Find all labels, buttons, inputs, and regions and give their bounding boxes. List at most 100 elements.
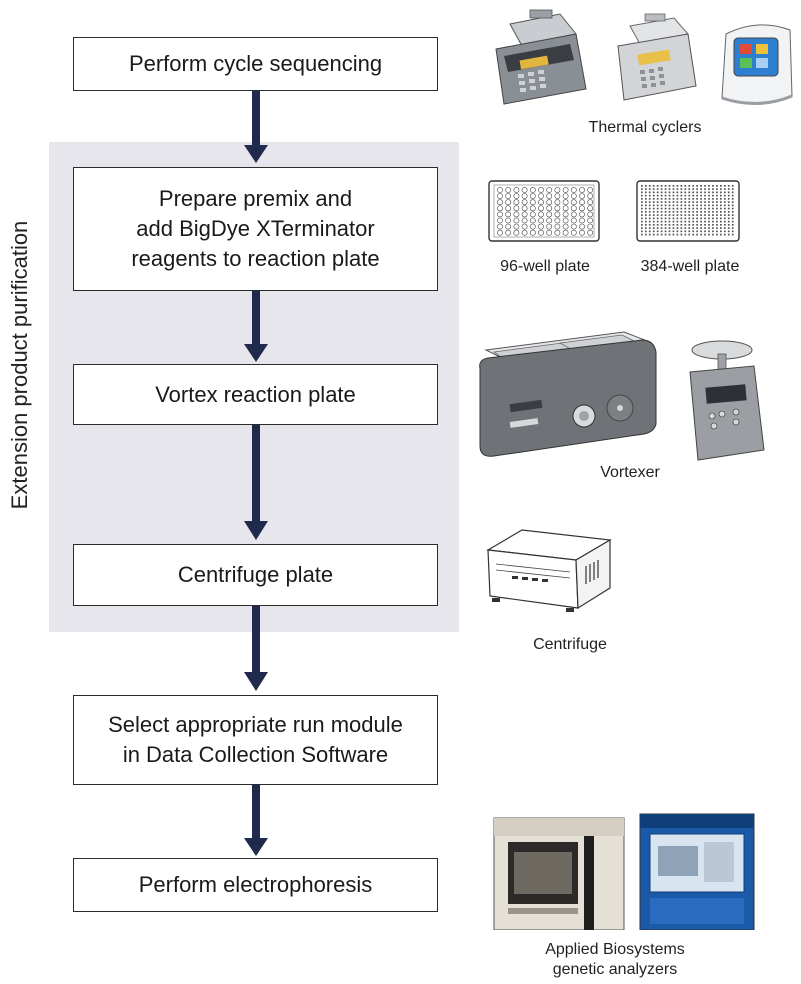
well-384 <box>676 233 679 236</box>
well-384 <box>688 214 691 216</box>
well-384 <box>676 185 679 187</box>
well-384 <box>648 220 651 223</box>
well-96 <box>521 217 528 224</box>
well-384 <box>668 220 671 223</box>
well-96 <box>579 205 585 212</box>
well-384 <box>672 227 675 229</box>
well-384 <box>684 217 687 220</box>
well-384 <box>700 211 702 213</box>
well-384 <box>668 230 671 233</box>
well-96 <box>513 229 520 236</box>
well-384 <box>644 207 647 210</box>
well-384 <box>641 204 643 207</box>
well-384 <box>727 227 730 229</box>
well-384 <box>720 220 722 223</box>
well-384 <box>664 198 667 200</box>
well-384 <box>660 217 663 220</box>
well-384 <box>672 217 675 220</box>
well-96 <box>505 205 512 212</box>
well-384 <box>644 230 647 233</box>
well-96 <box>562 229 569 236</box>
well-96 <box>546 223 553 230</box>
well-384 <box>723 224 726 226</box>
well-384 <box>716 220 718 223</box>
well-384 <box>692 191 695 194</box>
well-384 <box>700 204 702 207</box>
arrow-2 <box>244 290 268 362</box>
well-384 <box>700 230 702 233</box>
well-384 <box>720 211 722 213</box>
well-384 <box>688 224 691 226</box>
well-384 <box>731 214 734 216</box>
well-384 <box>676 194 679 197</box>
well-384 <box>716 191 718 194</box>
well-96 <box>562 193 569 199</box>
well-384 <box>680 188 683 190</box>
well-384 <box>668 233 671 236</box>
well-384 <box>716 224 718 226</box>
well-384 <box>664 204 667 207</box>
well-384 <box>648 198 651 200</box>
well-96 <box>513 217 520 224</box>
well-96 <box>562 187 569 193</box>
well-384 <box>727 191 730 194</box>
well-384 <box>684 224 687 226</box>
well-384 <box>716 227 718 229</box>
well-384 <box>644 194 647 197</box>
well-384 <box>723 185 726 187</box>
well-384 <box>716 188 718 190</box>
well-384 <box>641 227 643 229</box>
well-384 <box>684 204 687 207</box>
well-384 <box>680 220 683 223</box>
well-384 <box>664 227 667 229</box>
well-384 <box>668 201 671 203</box>
well-384 <box>652 188 655 190</box>
well-96 <box>497 187 503 193</box>
well-384 <box>688 198 691 200</box>
well-384 <box>712 220 714 223</box>
well-384 <box>723 207 726 210</box>
well-96 <box>554 223 561 230</box>
well-384 <box>720 233 722 236</box>
well-384 <box>731 185 734 187</box>
well-384 <box>656 191 659 194</box>
well-384 <box>723 217 726 220</box>
well-384 <box>676 217 679 220</box>
well-384 <box>692 217 695 220</box>
well-384 <box>688 230 691 233</box>
well-96 <box>570 229 577 236</box>
well-96 <box>529 211 536 218</box>
well-384 <box>644 191 647 194</box>
well-96 <box>521 187 528 193</box>
well-384 <box>660 233 663 236</box>
arrow-1 <box>244 90 268 163</box>
well-384 <box>716 194 718 197</box>
well-384 <box>660 191 663 194</box>
well-384 <box>704 227 706 229</box>
well-384 <box>720 188 722 190</box>
well-384 <box>660 204 663 207</box>
well-384 <box>731 201 734 203</box>
well-384 <box>680 227 683 229</box>
well-384 <box>664 188 667 190</box>
well-384 <box>700 191 702 194</box>
well-384 <box>696 211 698 213</box>
well-384 <box>704 188 706 190</box>
well-384 <box>668 227 671 229</box>
well-384 <box>700 214 702 216</box>
well-384 <box>656 233 659 236</box>
step-cycle-sequencing: Perform cycle sequencing <box>73 37 438 91</box>
well-384 <box>712 224 714 226</box>
well-384 <box>676 230 679 233</box>
well-384 <box>708 220 710 223</box>
well-384 <box>672 230 675 233</box>
genetic-analyzer-icon <box>493 813 755 930</box>
well-384 <box>712 207 714 210</box>
well-384 <box>704 211 706 213</box>
well-384 <box>668 214 671 216</box>
well-384 <box>641 185 643 187</box>
well-384 <box>731 198 734 200</box>
well-96 <box>521 199 528 206</box>
well-384 <box>704 185 706 187</box>
